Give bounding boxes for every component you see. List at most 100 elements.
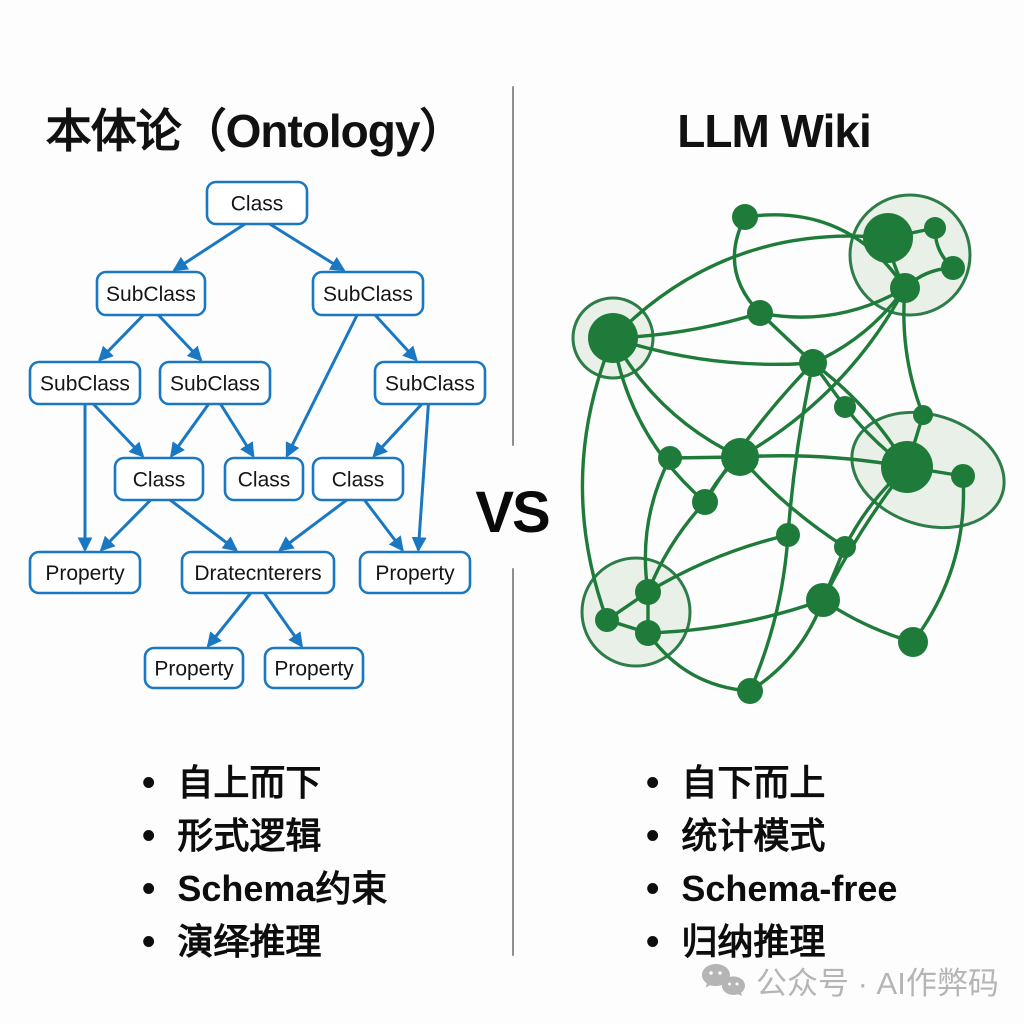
llm-network: [571, 193, 1006, 704]
tree-node-cls_r: Class: [311, 456, 405, 502]
tree-node-label: Property: [154, 658, 234, 681]
network-node-n18: [595, 608, 619, 632]
tree-edge: [362, 498, 404, 552]
tree-edge: [99, 497, 153, 552]
tree-edge: [278, 497, 349, 552]
network-edge: [911, 474, 966, 644]
llm-wiki-title: LLM Wiki: [677, 104, 871, 157]
tree-node-label: Property: [375, 562, 455, 585]
network-node-n5: [890, 273, 920, 303]
tree-edge: [91, 401, 145, 458]
network-node-n8: [799, 349, 827, 377]
watermark: 公众号 · AI作弊码: [700, 958, 999, 1003]
tree-edge: [218, 402, 255, 458]
network-edge: [580, 336, 615, 622]
ontology-title: 本体论（Ontology）: [45, 104, 466, 157]
network-node-n10: [658, 446, 682, 470]
tree-node-label: Property: [274, 658, 354, 681]
network-node-n3: [924, 217, 946, 239]
tree-node-label: Property: [45, 562, 125, 585]
network-node-n12: [692, 489, 718, 515]
tree-node-label: SubClass: [323, 283, 413, 306]
llm-bullet-list: 自下而上 统计模式 Schema-free 归纳推理: [646, 756, 897, 968]
divider-line-top: [512, 86, 514, 446]
tree-node-label: Class: [332, 469, 385, 492]
tree-node-drat: Dratecnterers: [180, 550, 336, 595]
tree-node-label: SubClass: [385, 373, 475, 396]
tree-node-label: Dratecnterers: [194, 562, 321, 585]
network-node-n20: [806, 583, 840, 617]
tree-edge: [285, 313, 359, 459]
ontology-bullet-list: 自上而下 形式逻辑 Schema约束 演绎推理: [142, 756, 387, 968]
network-node-n7: [747, 300, 773, 326]
network-node-n16: [834, 536, 856, 558]
bullet-item: Schema约束: [142, 862, 387, 915]
network-node-n4: [941, 256, 965, 280]
tree-node-label: SubClass: [40, 373, 130, 396]
tree-node-prop_b2: Property: [263, 646, 365, 690]
tree-edge: [170, 402, 211, 458]
network-edge: [732, 215, 762, 315]
network-node-n14: [951, 464, 975, 488]
network-edge: [611, 336, 815, 367]
bullet-item: Schema-free: [646, 862, 897, 915]
bullet-item: 统计模式: [646, 809, 897, 862]
bullet-item: 自上而下: [142, 756, 387, 809]
network-edge: [748, 533, 790, 693]
tree-edge: [172, 221, 248, 272]
tree-node-sub_l: SubClass: [95, 270, 207, 317]
tree-node-label: Class: [231, 193, 284, 216]
tree-node-prop_r: Property: [358, 550, 472, 595]
network-node-n19: [635, 620, 661, 646]
network-edge: [646, 631, 752, 693]
network-node-n1: [732, 204, 758, 230]
tree-node-root: Class: [205, 180, 309, 226]
tree-edge: [97, 312, 146, 362]
tree-edge: [373, 312, 418, 362]
network-node-n15: [776, 523, 800, 547]
tree-edge: [411, 402, 430, 553]
bullet-item: 自下而上: [646, 756, 897, 809]
network-node-n17: [635, 579, 661, 605]
network-edge: [611, 234, 890, 340]
tree-node-sub_lm: SubClass: [158, 360, 272, 406]
tree-edge: [206, 591, 253, 648]
tree-node-sub_r: SubClass: [311, 270, 425, 317]
tree-edge: [267, 221, 346, 272]
tree-edge: [156, 312, 203, 362]
tree-node-cls_m: Class: [223, 456, 305, 502]
tree-node-label: SubClass: [106, 283, 196, 306]
tree-node-cls_l: Class: [113, 456, 205, 502]
network-node-n13: [881, 441, 933, 493]
bullet-item: 归纳推理: [646, 915, 897, 968]
network-node-n22: [737, 678, 763, 704]
network-edge: [786, 361, 815, 537]
tree-edge: [372, 401, 424, 458]
network-node-n11: [721, 438, 759, 476]
network-edge: [738, 286, 907, 459]
network-node-n6: [588, 313, 638, 363]
tree-node-label: Class: [133, 469, 186, 492]
tree-edge: [167, 497, 239, 552]
bullet-item: 演绎推理: [142, 915, 387, 968]
network-edge: [703, 361, 815, 504]
network-node-n2: [863, 213, 913, 263]
network-edge: [758, 286, 907, 319]
tree-node-label: SubClass: [170, 373, 260, 396]
tree-node-prop_b1: Property: [143, 646, 245, 690]
tree-node-sub_rr: SubClass: [373, 360, 487, 406]
network-edge: [646, 533, 790, 594]
network-node-n13b: [913, 405, 933, 425]
network-node-n9: [834, 396, 856, 418]
network-node-n21: [898, 627, 928, 657]
wechat-bubbles-icon: [702, 963, 745, 996]
divider-line-bottom: [512, 568, 514, 956]
tree-node-sub_ll: SubClass: [28, 360, 142, 406]
network-edge: [748, 598, 825, 693]
network-edge: [643, 456, 672, 594]
tree-node-label: Class: [238, 469, 291, 492]
watermark-text: 公众号 · AI作弊码: [756, 966, 999, 1001]
network-edge: [646, 598, 825, 635]
